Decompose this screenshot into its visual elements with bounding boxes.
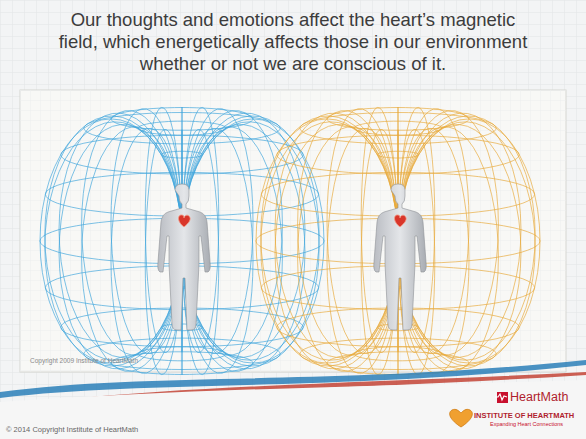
heartmath-logo-square	[497, 392, 508, 403]
logo-pulse	[495, 394, 507, 400]
footer-band	[0, 380, 586, 439]
heart-symbol	[395, 215, 407, 227]
human-figure	[374, 184, 427, 330]
field-line	[84, 338, 280, 369]
field-line	[138, 121, 226, 135]
institute-heart-icon	[450, 409, 473, 427]
institute-name: INSTITUTE OF HEARTMATH	[474, 411, 574, 420]
heart-field-tori	[40, 107, 540, 375]
slide-copyright: © 2014 Copyright Institute of HeartMath	[6, 425, 138, 434]
tagline: Expanding Heart Connections	[490, 421, 563, 427]
image-panel	[20, 90, 566, 372]
heart-symbol	[179, 215, 191, 227]
field-line	[300, 338, 496, 369]
field-line	[354, 347, 442, 361]
field-line	[84, 113, 280, 144]
field-line	[277, 135, 519, 174]
image-copyright: Copyright 2009 Institute of HeartMath	[30, 357, 138, 364]
human-figures	[158, 184, 427, 330]
field-line	[377, 324, 419, 331]
field-line	[300, 113, 496, 144]
field-line	[161, 324, 203, 331]
field-line	[111, 108, 253, 131]
field-line	[377, 151, 419, 158]
field-line	[138, 347, 226, 361]
field-line	[327, 108, 469, 131]
human-figure	[158, 184, 211, 330]
field-line	[61, 308, 303, 347]
field-line	[277, 308, 519, 347]
field-line	[161, 151, 203, 158]
slide-title: Our thoughts and emotions affect the hea…	[53, 9, 533, 75]
field-line	[61, 135, 303, 174]
brand-name: HeartMath	[510, 390, 568, 404]
panel-grid	[20, 90, 566, 372]
field-line	[354, 121, 442, 135]
